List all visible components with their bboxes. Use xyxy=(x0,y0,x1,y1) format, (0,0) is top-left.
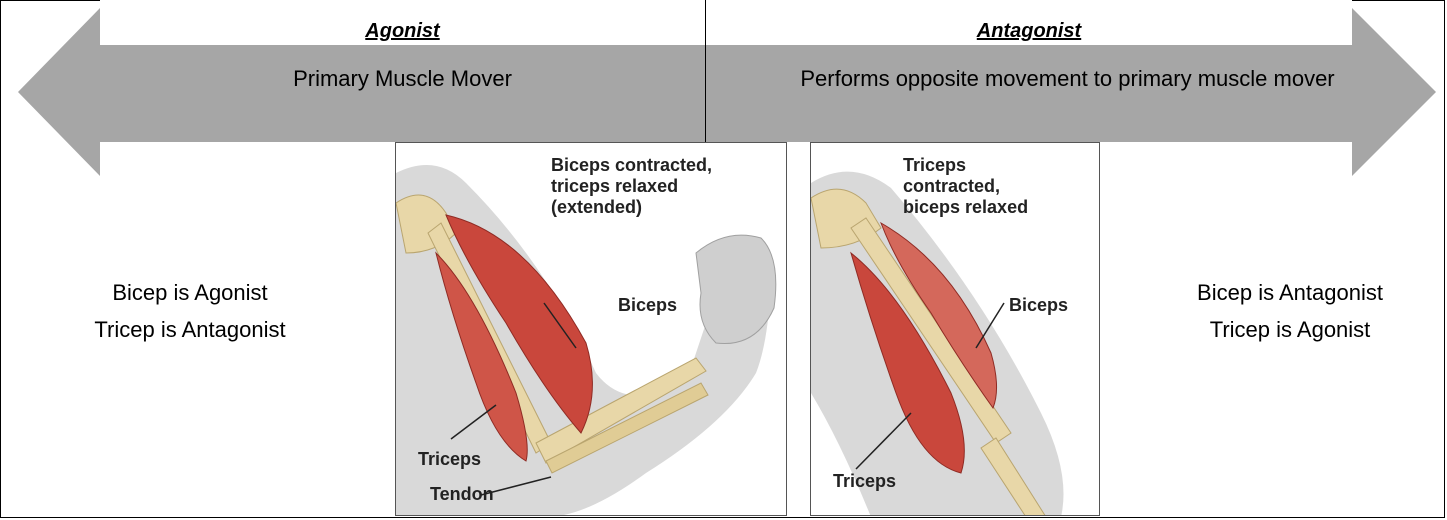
extended-caption-line2: contracted, xyxy=(903,176,1028,197)
left-note-line1: Bicep is Agonist xyxy=(40,274,340,311)
extended-triceps-label: Triceps xyxy=(833,471,896,492)
antagonist-title: Antagonist xyxy=(706,20,1352,43)
extended-caption-line1: Triceps xyxy=(903,155,1028,176)
extended-arm-figure: Triceps contracted, biceps relaxed Bicep… xyxy=(810,142,1100,516)
right-note: Bicep is Antagonist Tricep is Agonist xyxy=(1140,274,1440,348)
extended-caption: Triceps contracted, biceps relaxed xyxy=(903,155,1028,218)
right-note-line1: Bicep is Antagonist xyxy=(1140,274,1440,311)
flexed-caption-line1: Biceps contracted, xyxy=(551,155,712,176)
antagonist-header: Antagonist xyxy=(706,0,1352,45)
flexed-arm-figure: Biceps contracted, triceps relaxed (exte… xyxy=(395,142,787,516)
agonist-definition: Primary Muscle Mover xyxy=(100,62,705,96)
flexed-tendon-label: Tendon xyxy=(430,484,494,505)
extended-biceps-label: Biceps xyxy=(1009,295,1068,316)
flexed-caption-line2: triceps relaxed xyxy=(551,176,712,197)
flexed-caption: Biceps contracted, triceps relaxed (exte… xyxy=(551,155,712,218)
antagonist-definition: Performs opposite movement to primary mu… xyxy=(735,62,1400,96)
column-divider xyxy=(705,0,706,142)
extended-caption-line3: biceps relaxed xyxy=(903,197,1028,218)
agonist-title: Agonist xyxy=(100,20,705,43)
flexed-caption-line3: (extended) xyxy=(551,197,712,218)
flexed-biceps-label: Biceps xyxy=(618,295,677,316)
right-note-line2: Tricep is Agonist xyxy=(1140,311,1440,348)
left-note-line2: Tricep is Antagonist xyxy=(40,311,340,348)
left-note: Bicep is Agonist Tricep is Antagonist xyxy=(40,274,340,348)
flexed-triceps-label: Triceps xyxy=(418,449,481,470)
agonist-header: Agonist xyxy=(100,0,705,45)
